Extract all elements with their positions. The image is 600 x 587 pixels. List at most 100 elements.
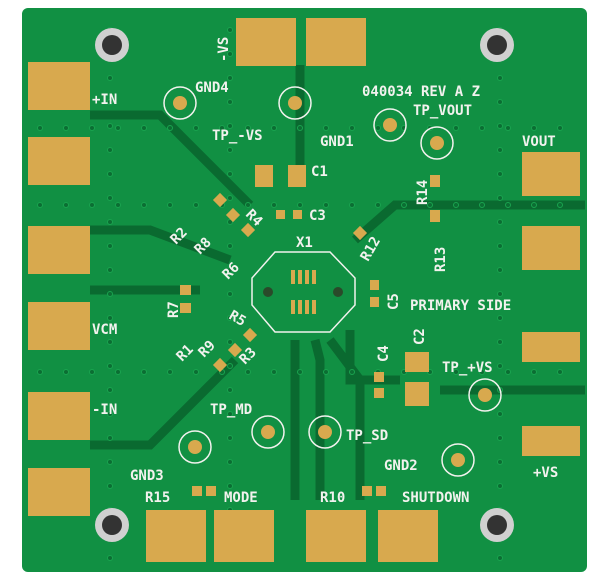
via (227, 51, 233, 57)
via (89, 202, 95, 208)
via (115, 125, 121, 131)
via (297, 125, 303, 131)
via (505, 369, 511, 375)
label-c1: C1 (311, 164, 328, 180)
via (107, 267, 113, 273)
via (497, 267, 503, 273)
via (107, 411, 113, 417)
via (531, 202, 537, 208)
via (557, 125, 563, 131)
via (227, 123, 233, 129)
label-gnd3: GND3 (130, 468, 164, 484)
via (531, 369, 537, 375)
via (479, 125, 485, 131)
via (107, 555, 113, 561)
via (63, 202, 69, 208)
via (107, 195, 113, 201)
label-vcm: VCM (92, 322, 117, 338)
via (107, 243, 113, 249)
label-r10: R10 (320, 490, 345, 506)
via (497, 123, 503, 129)
label-c2: C2 (412, 328, 428, 345)
via (497, 339, 503, 345)
via (227, 387, 233, 393)
via (107, 339, 113, 345)
via (193, 202, 199, 208)
via (297, 369, 303, 375)
via (497, 171, 503, 177)
via (141, 202, 147, 208)
smd-pads (180, 165, 440, 496)
label-primary-side: PRIMARY SIDE (410, 298, 511, 314)
via (227, 267, 233, 273)
label-r13: R13 (433, 247, 449, 272)
via (227, 315, 233, 321)
ic-x1-footprint (251, 251, 356, 333)
via (193, 125, 199, 131)
via (227, 171, 233, 177)
via (107, 483, 113, 489)
silkscreen-labels: +IN GND4 -VS 040034 REV A Z TP_VOUT TP_-… (92, 37, 558, 506)
via (401, 202, 407, 208)
via (115, 202, 121, 208)
via (107, 291, 113, 297)
via (227, 483, 233, 489)
via (227, 291, 233, 297)
via (107, 435, 113, 441)
via (107, 459, 113, 465)
via (453, 369, 459, 375)
label-tp-vout: TP_VOUT (413, 103, 472, 119)
label-plus-in: +IN (92, 92, 117, 108)
via (63, 369, 69, 375)
via (531, 125, 537, 131)
via (115, 369, 121, 375)
via (245, 369, 251, 375)
via (167, 125, 173, 131)
via (227, 435, 233, 441)
via (349, 369, 355, 375)
label-gnd1: GND1 (320, 134, 354, 150)
via (107, 99, 113, 105)
label-r7: R7 (166, 301, 182, 318)
via (227, 75, 233, 81)
via (497, 459, 503, 465)
via (497, 99, 503, 105)
via (63, 125, 69, 131)
via (349, 125, 355, 131)
via (323, 369, 329, 375)
via (497, 243, 503, 249)
label-gnd2: GND2 (384, 458, 418, 474)
via (227, 411, 233, 417)
via (141, 125, 147, 131)
via (141, 369, 147, 375)
via (271, 369, 277, 375)
edge-connector-pads (28, 18, 580, 562)
via (505, 125, 511, 131)
label-tp-minus-vs: TP_-VS (212, 128, 263, 144)
via (227, 219, 233, 225)
via (89, 125, 95, 131)
via (167, 369, 173, 375)
via (107, 75, 113, 81)
label-c5: C5 (386, 293, 402, 310)
label-minus-in: -IN (92, 402, 117, 418)
via (349, 202, 355, 208)
via (227, 99, 233, 105)
via (227, 243, 233, 249)
via (107, 171, 113, 177)
via (297, 202, 303, 208)
via (479, 202, 485, 208)
label-r14: R14 (415, 180, 431, 205)
via (245, 202, 251, 208)
label-gnd4: GND4 (195, 80, 229, 96)
via (497, 315, 503, 321)
mounting-holes (95, 28, 514, 542)
via (271, 125, 277, 131)
via (497, 435, 503, 441)
via (497, 291, 503, 297)
label-c4: C4 (376, 345, 392, 362)
label-tp-sd: TP_SD (346, 428, 388, 444)
via (497, 555, 503, 561)
via (107, 315, 113, 321)
